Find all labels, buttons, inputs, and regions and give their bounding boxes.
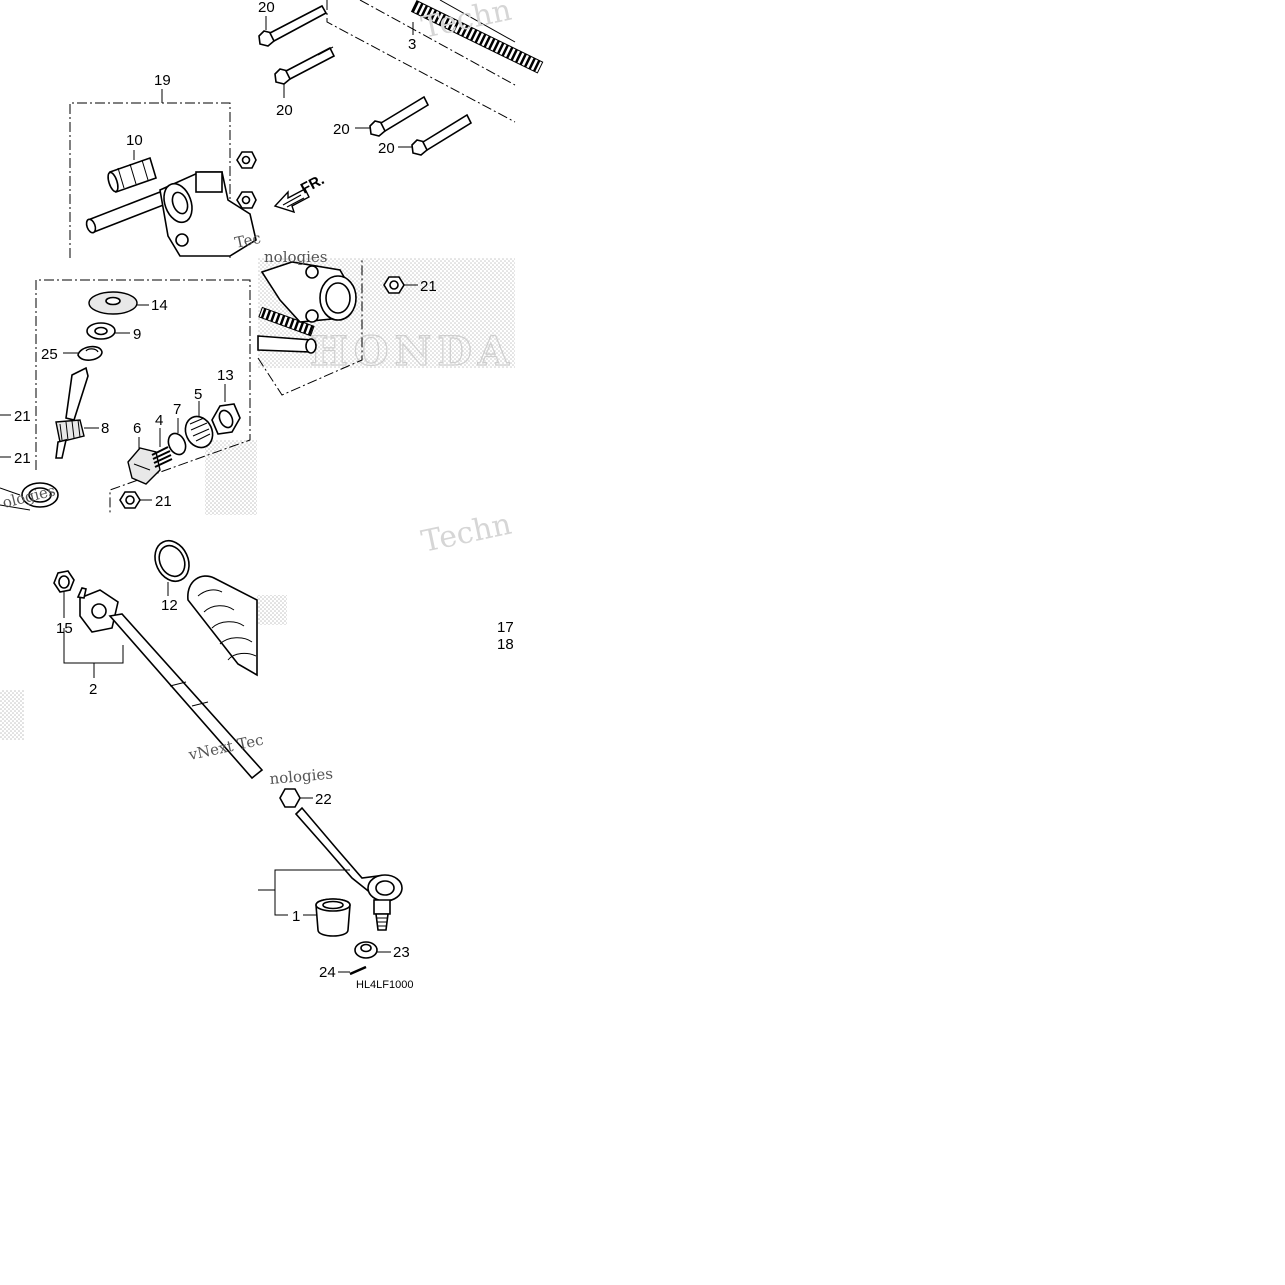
boot-band-12 <box>154 540 190 582</box>
callout-labels: 1 2 3 4 5 6 7 8 9 10 12 13 14 15 17 18 1… <box>14 0 514 981</box>
washer-9 <box>86 322 116 340</box>
rack-body-line <box>439 0 516 43</box>
watermark-technologies-mid: Techn <box>418 507 514 560</box>
dust-seal-14 <box>88 291 138 315</box>
diagram-code: HL4LF1000 <box>356 979 414 991</box>
tile-gear-housing: Tec <box>69 89 262 258</box>
rack-section <box>258 306 315 337</box>
pinion-shaft <box>86 190 168 234</box>
callout-17: 17 <box>497 619 514 636</box>
callout-3: 3 <box>408 36 416 53</box>
assembly-boundary-19 <box>69 102 231 258</box>
callout-23: 23 <box>393 944 410 961</box>
housing-edge <box>0 482 59 511</box>
callout-25: 25 <box>41 346 58 363</box>
callout-5: 5 <box>194 386 202 403</box>
bolt-20-d <box>411 113 473 156</box>
bracket-2 <box>63 628 124 664</box>
callout-24: 24 <box>319 964 336 981</box>
callout-10: 10 <box>126 132 143 149</box>
callout-9: 9 <box>133 326 141 343</box>
callout-21-right: 21 <box>420 278 437 295</box>
bolt-20-c <box>369 95 430 137</box>
callout-20-c: 20 <box>333 121 350 138</box>
watermark-nologies: nologies <box>264 248 328 266</box>
callout-20-b: 20 <box>276 102 293 119</box>
callout-15: 15 <box>56 620 73 637</box>
callout-21-left-b: 21 <box>14 450 31 467</box>
tile-tie-rod: vNext Tec nologies <box>0 540 403 976</box>
assembly-boundary-top-2 <box>359 0 516 86</box>
nut-22 <box>279 788 301 808</box>
callout-6: 6 <box>133 420 141 437</box>
o-ring-7 <box>167 432 187 456</box>
callout-12: 12 <box>161 597 178 614</box>
nut-21-right <box>383 276 405 294</box>
locknut-13 <box>211 403 241 435</box>
spring-4 <box>151 446 173 468</box>
watermark-technologies-top: Techn <box>418 0 514 46</box>
tile-housing-right: HONDA nologies <box>257 248 515 396</box>
callout-20-a: 20 <box>258 0 275 16</box>
assembly-boundary-pinion <box>35 279 251 515</box>
steering-rack <box>410 0 544 74</box>
callout-7: 7 <box>173 401 181 418</box>
watermark-tec: Tec <box>233 229 262 252</box>
callout-21-left-a: 21 <box>14 408 31 425</box>
callout-19: 19 <box>154 72 171 89</box>
callout-13: 13 <box>217 367 234 384</box>
watermark-brand: HONDA <box>310 328 515 375</box>
assembly-boundary-top <box>326 0 516 123</box>
bolt-20-a <box>258 4 328 47</box>
cotter-pin-24 <box>349 965 367 976</box>
pinion-gear-8 <box>55 366 89 459</box>
bracket-end-assembly <box>258 869 350 916</box>
boot-clip-10 <box>107 156 157 194</box>
callout-22: 22 <box>315 791 332 808</box>
inner-tie-rod-2 <box>76 587 264 780</box>
tie-rod-end <box>294 806 403 931</box>
nut-top-2 <box>236 191 257 209</box>
callout-18: 18 <box>497 636 514 653</box>
watermark-vnext-tail: nologies <box>269 765 334 788</box>
nut-top-1 <box>236 151 257 169</box>
callout-14: 14 <box>151 297 168 314</box>
dust-boot-1 <box>315 898 351 937</box>
callout-8: 8 <box>101 420 109 437</box>
rack-guide-6 <box>127 447 161 485</box>
tile-rack-housing <box>258 0 544 214</box>
callout-21-bottom: 21 <box>155 493 172 510</box>
castle-nut-23 <box>354 941 378 959</box>
callout-1: 1 <box>292 908 300 925</box>
guide-screw-5 <box>184 415 214 449</box>
tie-rod-locknut-15 <box>53 570 75 593</box>
front-direction-arrow <box>273 188 310 214</box>
tile-pinion-parts: ologies <box>0 279 257 515</box>
snap-ring-25 <box>77 345 103 361</box>
rack-boot <box>187 575 258 677</box>
assembly-boundary-mid <box>257 258 363 396</box>
callout-2: 2 <box>89 681 97 698</box>
nut-21-bottom <box>119 491 141 509</box>
callout-4: 4 <box>155 412 163 429</box>
callout-20-d: 20 <box>378 140 395 157</box>
bolt-20-b <box>274 46 336 85</box>
